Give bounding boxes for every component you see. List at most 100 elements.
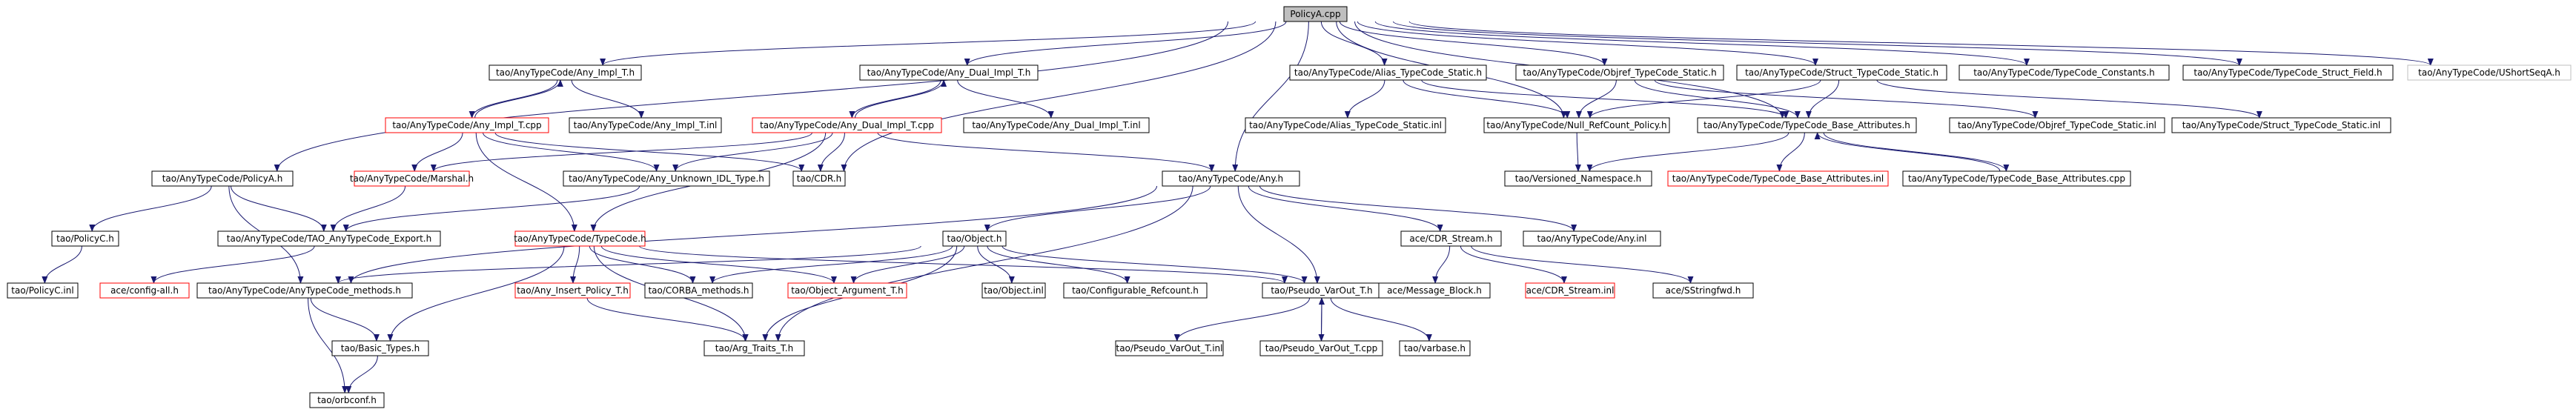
- edge-n1-n2: [600, 21, 1256, 66]
- edge-n30-n40: [987, 245, 1130, 284]
- node-n36[interactable]: tao/Any_Insert_Policy_T.h: [514, 282, 631, 299]
- node-n14[interactable]: tao/AnyTypeCode/Alias_TypeCode_Static.in…: [1245, 117, 1446, 133]
- node-label: tao/Configurable_Refcount.h: [1072, 285, 1199, 296]
- node-n13[interactable]: tao/AnyTypeCode/Any_Dual_Impl_T.inl: [963, 117, 1150, 133]
- node-n3[interactable]: tao/AnyTypeCode/Any_Dual_Impl_T.h: [859, 64, 1039, 81]
- node-box: [963, 117, 1150, 133]
- node-label: tao/AnyTypeCode/TypeCode.h: [514, 233, 646, 244]
- node-n31[interactable]: ace/CDR_Stream.h: [1400, 230, 1502, 247]
- node-box: [1652, 282, 1754, 299]
- node-label: tao/AnyTypeCode/Null_RefCount_Policy.h: [1486, 120, 1666, 130]
- node-n39[interactable]: tao/Object.inl: [981, 282, 1046, 299]
- node-label: tao/AnyTypeCode/TypeCode_Struct_Field.h: [2193, 67, 2382, 78]
- node-box: [563, 170, 770, 187]
- node-label: tao/PolicyC.h: [56, 233, 114, 244]
- node-n7[interactable]: tao/AnyTypeCode/TypeCode_Constants.h: [1959, 64, 2170, 81]
- node-n35[interactable]: tao/AnyTypeCode/AnyTypeCode_methods.h: [196, 282, 413, 299]
- node-n41[interactable]: tao/Pseudo_VarOut_T.h: [1262, 282, 1382, 299]
- edge-n23-n46: [775, 185, 1193, 342]
- node-n45[interactable]: tao/Basic_Types.h: [331, 340, 429, 356]
- node-n24[interactable]: tao/Versioned_Namespace.h: [1504, 170, 1652, 187]
- node-n10[interactable]: tao/AnyTypeCode/Any_Impl_T.cpp: [385, 117, 549, 133]
- node-box: [859, 64, 1039, 81]
- node-n43[interactable]: ace/CDR_Stream.inl: [1525, 282, 1615, 299]
- edge-n1-n8: [1392, 21, 2242, 66]
- edge-n1-n7: [1374, 21, 2030, 66]
- edge-n23-n30: [984, 185, 1211, 232]
- node-n18[interactable]: tao/AnyTypeCode/Struct_TypeCode_Static.i…: [2171, 117, 2391, 133]
- node-n16[interactable]: tao/AnyTypeCode/TypeCode_Base_Attributes…: [1697, 117, 1917, 133]
- node-n50[interactable]: tao/orbconf.h: [309, 392, 385, 408]
- node-n29[interactable]: tao/AnyTypeCode/TypeCode.h: [514, 230, 646, 247]
- node-label: tao/AnyTypeCode/Objref_TypeCode_Static.h: [1523, 67, 1716, 78]
- edge-n10-n20: [411, 132, 463, 172]
- node-box: [1902, 170, 2131, 187]
- node-n32[interactable]: tao/AnyTypeCode/Any.inl: [1523, 230, 1661, 247]
- edge-n27-n33: [42, 245, 82, 284]
- node-label: tao/AnyTypeCode/TypeCode_Base_Attributes…: [1672, 173, 1884, 184]
- node-n33[interactable]: tao/PolicyC.inl: [7, 282, 79, 299]
- node-label: tao/AnyTypeCode/Any.inl: [1537, 233, 1647, 244]
- node-n42[interactable]: ace/Message_Block.h: [1378, 282, 1491, 299]
- node-n19[interactable]: tao/AnyTypeCode/PolicyA.h: [151, 170, 294, 187]
- node-n2[interactable]: tao/AnyTypeCode/Any_Impl_T.h: [489, 64, 642, 81]
- node-n46[interactable]: tao/Arg_Traits_T.h: [703, 340, 805, 356]
- node-box: [1697, 117, 1917, 133]
- node-n40[interactable]: tao/Configurable_Refcount.h: [1063, 282, 1208, 299]
- node-n12[interactable]: tao/AnyTypeCode/Any_Dual_Impl_T.cpp: [752, 117, 942, 133]
- node-label: tao/AnyTypeCode/PolicyA.h: [162, 173, 283, 184]
- node-n4[interactable]: tao/AnyTypeCode/Alias_TypeCode_Static.h: [1289, 64, 1487, 81]
- edge-n1-n3: [964, 21, 1287, 66]
- edge-n1-n9: [1408, 21, 2434, 66]
- node-n44[interactable]: ace/SStringfwd.h: [1652, 282, 1754, 299]
- node-box: [331, 340, 429, 356]
- node-n48[interactable]: tao/Pseudo_VarOut_T.cpp: [1259, 340, 1383, 356]
- node-n47[interactable]: tao/Pseudo_VarOut_T.inl: [1115, 340, 1224, 356]
- edge-n5-n15: [1575, 79, 1617, 119]
- node-n25[interactable]: tao/AnyTypeCode/TypeCode_Base_Attributes…: [1667, 170, 1889, 187]
- node-n49[interactable]: tao/varbase.h: [1399, 340, 1471, 356]
- edge-n12-n3: [855, 79, 947, 119]
- node-n22[interactable]: tao/CDR.h: [792, 170, 846, 187]
- node-n26[interactable]: tao/AnyTypeCode/TypeCode_Base_Attributes…: [1902, 170, 2131, 187]
- edge-n21-n28: [342, 185, 640, 232]
- node-n23[interactable]: tao/AnyTypeCode/Any.h: [1162, 170, 1300, 187]
- node-n15[interactable]: tao/AnyTypeCode/Null_RefCount_Policy.h: [1483, 117, 1670, 133]
- node-n5[interactable]: tao/AnyTypeCode/Objref_TypeCode_Static.h: [1515, 64, 1724, 81]
- node-box: [1378, 282, 1491, 299]
- edge-n23-n32: [1259, 185, 1577, 232]
- node-box: [1667, 170, 1889, 187]
- edge-n6-n15: [1586, 79, 1821, 119]
- node-label: tao/AnyTypeCode/Any_Impl_T.inl: [574, 120, 718, 130]
- node-n38[interactable]: tao/Object_Argument_T.h: [787, 282, 907, 299]
- edge-n10-n21: [483, 132, 660, 172]
- node-label: tao/varbase.h: [1404, 343, 1466, 353]
- node-box: [217, 230, 441, 247]
- node-n20[interactable]: tao/AnyTypeCode/Marshal.h: [350, 170, 474, 187]
- node-label: tao/orbconf.h: [317, 395, 377, 405]
- node-n28[interactable]: tao/AnyTypeCode/TAO_AnyTypeCode_Export.h: [217, 230, 441, 247]
- node-n1[interactable]: PolicyA.cpp: [1283, 6, 1348, 22]
- node-box: [1063, 282, 1208, 299]
- node-label: tao/AnyTypeCode/TypeCode_Base_Attributes…: [1703, 120, 1910, 130]
- node-n34[interactable]: ace/config-all.h: [99, 282, 190, 299]
- node-box: [514, 230, 646, 247]
- node-n11[interactable]: tao/AnyTypeCode/Any_Impl_T.inl: [569, 117, 722, 133]
- node-n21[interactable]: tao/AnyTypeCode/Any_Unknown_IDL_Type.h: [563, 170, 770, 187]
- node-box: [1525, 282, 1615, 299]
- node-n9[interactable]: tao/AnyTypeCode/UShortSeqA.h: [2407, 64, 2572, 81]
- node-n6[interactable]: tao/AnyTypeCode/Struct_TypeCode_Static.h: [1736, 64, 1947, 81]
- node-n8[interactable]: tao/AnyTypeCode/TypeCode_Struct_Field.h: [2182, 64, 2394, 81]
- node-n37[interactable]: tao/CORBA_methods.h: [644, 282, 753, 299]
- node-n27[interactable]: tao/PolicyC.h: [51, 230, 119, 247]
- node-label: tao/Object_Argument_T.h: [791, 285, 903, 296]
- edge-n3-n12: [849, 79, 941, 119]
- node-n30[interactable]: tao/Object.h: [942, 230, 1007, 247]
- edge-n29-n38: [600, 245, 837, 284]
- node-label: tao/Object.inl: [984, 285, 1044, 296]
- edge-n28-n34: [150, 245, 315, 284]
- edge-n6-n16: [1805, 79, 1840, 119]
- node-n17[interactable]: tao/AnyTypeCode/Objref_TypeCode_Static.i…: [1949, 117, 2165, 133]
- edge-n30-n41: [1001, 245, 1308, 284]
